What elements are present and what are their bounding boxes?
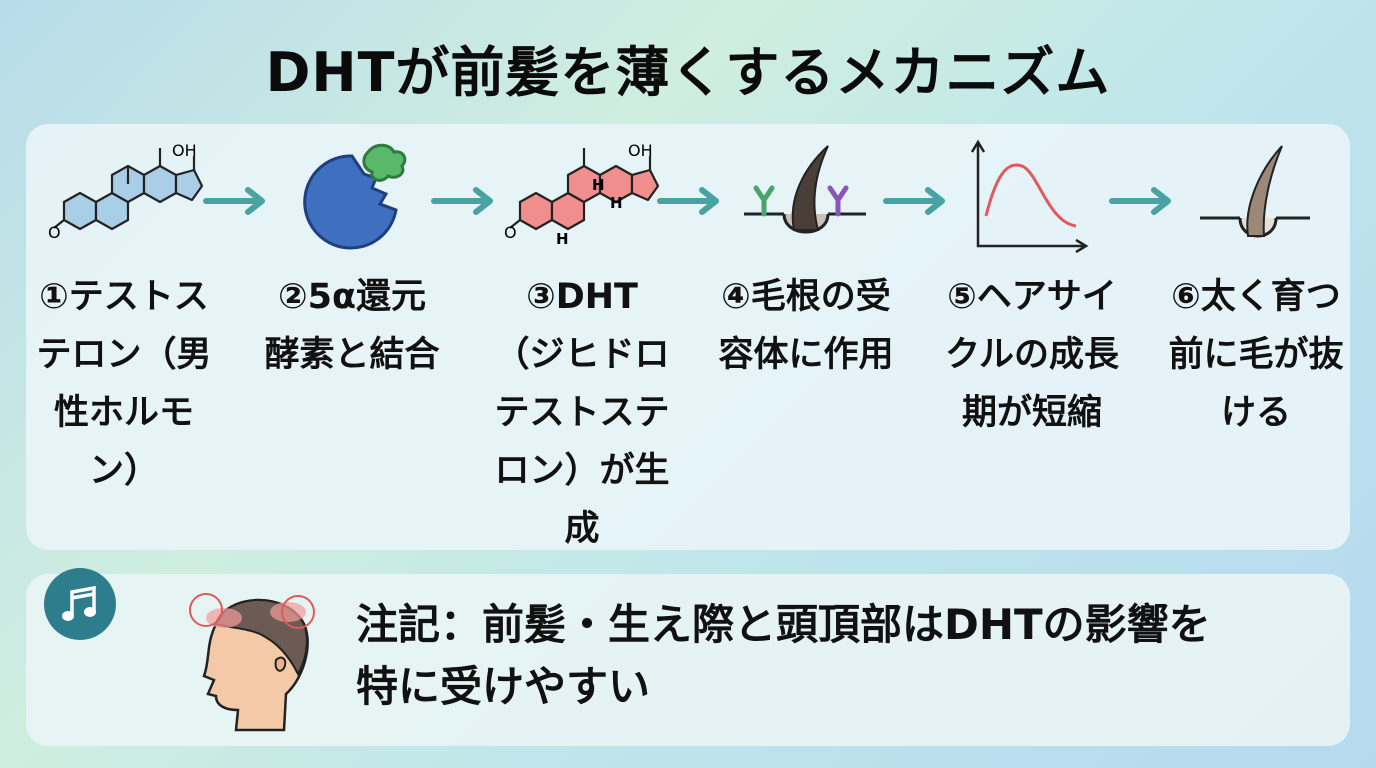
hydroxyl-label: OH: [628, 141, 653, 160]
step-label: ⑥太く育つ前に毛が抜ける: [1168, 277, 1344, 433]
enzyme-icon: [272, 138, 432, 258]
hydroxyl-label: OH: [172, 141, 197, 160]
dht-molecule-icon: O OH H H H: [500, 138, 660, 258]
step-label: ④毛根の受容体に作用: [718, 277, 894, 375]
arrow-right-icon: [1109, 187, 1171, 215]
oxygen-label: O: [48, 223, 61, 242]
step-label: ③DHT（ジヒドロテストステロン）が生成: [494, 277, 670, 549]
arrow-right-icon: [883, 187, 945, 215]
step-label: ②5α還元酵素と結合: [264, 277, 440, 375]
growth-curve-icon: [952, 138, 1112, 258]
music-note-icon: [44, 568, 116, 640]
arrow-right-icon: [203, 187, 265, 215]
step-label: ⑤ヘアサイクルの成長期が短縮: [945, 277, 1119, 433]
steroid-molecule-icon: O OH: [44, 138, 204, 258]
hair-receptor-icon: [724, 138, 884, 258]
hydrogen-label: H: [610, 194, 623, 212]
oxygen-label: O: [504, 223, 517, 242]
hydrogen-label: H: [556, 230, 569, 248]
arrow-right-icon: [431, 187, 493, 215]
page-title: DHTが前髪を薄くするメカニズム: [265, 41, 1111, 104]
head-profile-icon: [176, 584, 326, 734]
mechanism-panel: [26, 124, 1350, 550]
arrow-right-icon: [657, 187, 719, 215]
note-text: 注記：前髪・生え際と頭頂部はDHTの影響を特に受けやすい: [356, 600, 1211, 711]
thin-hair-icon: [1176, 138, 1336, 258]
hydrogen-label: H: [592, 176, 605, 194]
step-label: ①テストステロン（男性ホルモン）: [36, 277, 212, 491]
